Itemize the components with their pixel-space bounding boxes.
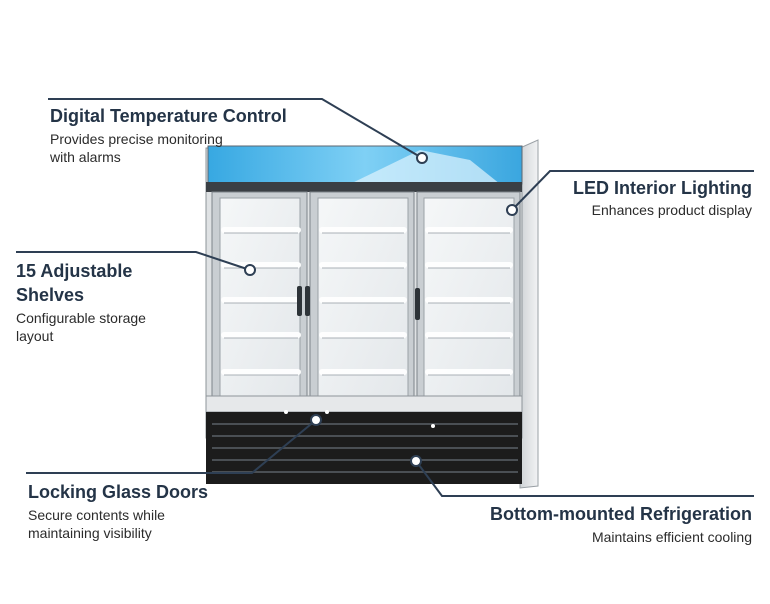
callout-title: LED Interior Lighting: [573, 178, 752, 198]
leader-line-shelves: [16, 251, 251, 271]
marker-shelves: [244, 264, 256, 276]
lock-icon: [325, 410, 329, 414]
shelves: [221, 227, 513, 375]
callout-description: Provides precise monitoring: [50, 131, 223, 147]
leader-line-doors: [26, 419, 317, 474]
callout-description: Configurable storage: [16, 310, 146, 326]
door-handle-right: [415, 288, 420, 320]
callout-led-lighting: LED Interior Lighting Enhances product d…: [573, 177, 752, 219]
lock-icon: [284, 410, 288, 414]
callout-description: Secure contents while: [28, 507, 165, 523]
grille-slats: [212, 423, 518, 473]
door-handle-left: [297, 286, 302, 316]
marker-digital-temp: [416, 152, 428, 164]
callout-shelves: 15 Adjustable Shelves Configurable stora…: [16, 260, 146, 345]
callout-title: Bottom-mounted Refrigeration: [490, 504, 752, 524]
leader-line-refrigeration: [415, 460, 754, 497]
callout-title: Digital Temperature Control: [50, 106, 287, 126]
shelf-edges: [224, 232, 510, 376]
leader-line-led: [511, 170, 754, 211]
header-top-trim: [206, 182, 522, 192]
header-graphic: [350, 150, 500, 184]
callout-refrigeration: Bottom-mounted Refrigeration Maintains e…: [490, 503, 752, 546]
marker-refrigeration: [410, 455, 422, 467]
leader-lines: [16, 98, 754, 497]
door-handle-middle: [305, 286, 310, 316]
lock-icon: [431, 424, 435, 428]
callout-title: 15 Adjustable: [16, 261, 133, 281]
callout-description: maintaining visibility: [28, 525, 152, 541]
callout-description: with alarms: [50, 149, 121, 165]
leader-line-digital-temp: [48, 98, 423, 159]
callout-description: Maintains efficient cooling: [591, 529, 752, 545]
callout-description: layout: [16, 328, 54, 344]
callout-markers: [244, 152, 518, 467]
callout-locking-doors: Locking Glass Doors Secure contents whil…: [28, 481, 208, 542]
base-frame: [205, 395, 523, 413]
callout-title: Shelves: [16, 285, 85, 305]
callout-description: Enhances product display: [591, 202, 752, 218]
marker-led: [506, 204, 518, 216]
callout-title: Locking Glass Doors: [28, 482, 209, 502]
callout-digital-temp: Digital Temperature Control Provides pre…: [50, 105, 287, 166]
marker-doors: [310, 414, 322, 426]
